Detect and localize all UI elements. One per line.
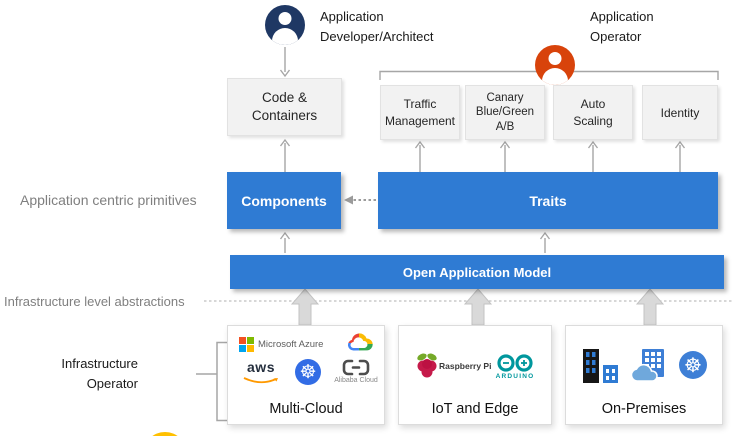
operator-person-icon (535, 45, 575, 85)
arduino-logo: ARDUINO (495, 353, 535, 380)
azure-logo-text: Microsoft Azure (258, 339, 324, 351)
microsoft-azure-logo: Microsoft Azure (239, 336, 323, 354)
aws-swoosh-icon (243, 377, 278, 384)
oam-up-arrows (279, 231, 551, 253)
arduino-infinity-icon (497, 354, 533, 372)
code-containers-box: Code & Containers (227, 78, 342, 136)
multi-cloud-label: Multi-Cloud (269, 401, 343, 417)
components-box: Components (227, 172, 341, 229)
trait-box-identity: Identity (642, 85, 718, 140)
multi-cloud-box: Microsoft Azure aws ☸ (227, 325, 385, 425)
aws-logo-text: aws (247, 359, 275, 375)
infrastructure-operator-label: Infrastructure Operator (61, 356, 138, 391)
traits-to-components-dotted-arrow (344, 195, 376, 205)
aws-logo: aws (243, 359, 279, 391)
iot-edge-label: IoT and Edge (431, 401, 519, 417)
developer-arrow (279, 47, 291, 78)
kubernetes-wheel-icon: ☸ (679, 351, 707, 379)
open-application-model-box: Open Application Model (230, 255, 724, 289)
traits-box: Traits (378, 172, 718, 229)
iot-edge-box: Raspberry Pi ARDUINO IoT and Edge (398, 325, 552, 425)
alibaba-cloud-logo: Alibaba Cloud (334, 359, 378, 384)
on-premises-box: ☸ On-Premises (565, 325, 723, 425)
kubernetes-wheel-icon: ☸ (295, 359, 321, 385)
infrastructure-person-icon (143, 432, 187, 436)
google-cloud-icon (347, 333, 373, 351)
raspberry-pi-text: Raspberry Pi (439, 361, 492, 372)
microsoft-squares-icon (239, 337, 254, 353)
infrastructure-operator-bracket (196, 341, 227, 422)
developer-person-icon (265, 5, 305, 45)
raspberry-icon (417, 353, 437, 378)
operator-label: Application Operator (590, 9, 654, 44)
trait-box-auto-scaling: Auto Scaling (553, 85, 633, 140)
traits-up-arrows (414, 140, 686, 172)
building-cloud-icon (630, 349, 664, 382)
on-premises-label: On-Premises (601, 401, 687, 417)
alibaba-brackets-icon (342, 359, 370, 376)
buildings-icon (583, 349, 618, 383)
alibaba-logo-text: Alibaba Cloud (334, 377, 378, 384)
infrastructure-level-abstractions-label: Infrastructure level abstractions (4, 294, 187, 309)
trait-box-traffic-management: Traffic Management (380, 85, 460, 140)
arduino-text: ARDUINO (495, 373, 535, 380)
raspberry-pi-logo: Raspberry Pi (415, 351, 491, 379)
trait-box-canary: Canary Blue/Green A/B (465, 85, 545, 140)
application-centric-primitives-label: Application centric primitives (20, 192, 197, 208)
components-up-arrow (279, 138, 291, 172)
developer-label: Application Developer/Architect (320, 9, 434, 44)
platform-block-arrows (290, 288, 665, 326)
